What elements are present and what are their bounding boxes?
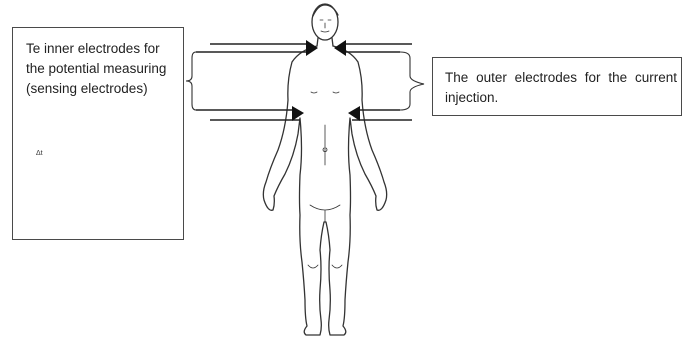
figure-details [308, 92, 342, 268]
inner-electrode-lines [196, 52, 400, 110]
electrode-chest-left [292, 106, 304, 121]
outer-electrodes-box: The outer electrodes for the current inj… [432, 57, 682, 116]
right-bracket [400, 52, 424, 110]
ecg-marker-label: Δt [36, 150, 43, 157]
outer-electrodes-label: The outer electrodes for the current inj… [445, 68, 677, 108]
left-bracket [186, 52, 196, 110]
inner-electrodes-label: Te inner electrodes for the potential me… [26, 39, 180, 99]
figure-face [320, 20, 331, 32]
electrode-neck-left [306, 40, 318, 56]
inner-electrodes-box: Te inner electrodes for the potential me… [12, 27, 184, 240]
outer-electrode-lines [210, 44, 412, 120]
figure-body-outline [263, 46, 386, 335]
electrode-neck-right [334, 40, 346, 56]
figure-neck [317, 38, 333, 46]
human-figure [263, 4, 386, 335]
